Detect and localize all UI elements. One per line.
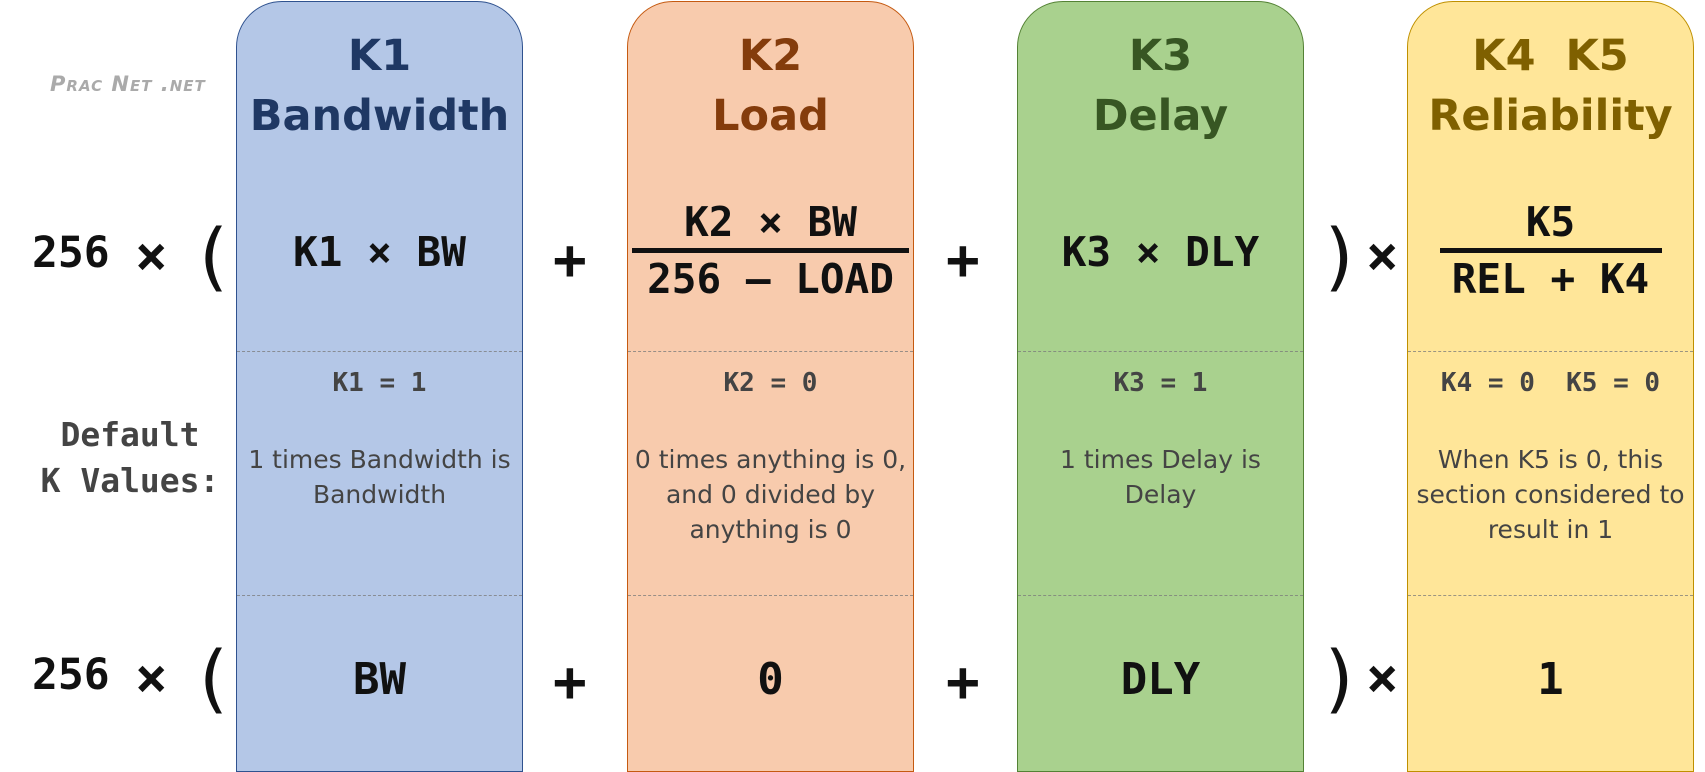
- column-k4-k5-subtitle: Reliability: [1428, 91, 1673, 141]
- column-k4-k5-description: When K5 is 0, this section considered to…: [1416, 445, 1685, 544]
- column-k2-denominator: 256 – LOAD: [647, 255, 894, 303]
- column-k3-header: K3 Delay: [1018, 26, 1303, 146]
- column-k3-divider-bottom: [1018, 595, 1303, 596]
- column-k2-divider-top: [628, 351, 913, 352]
- column-k4-k5-result: 1: [1537, 654, 1564, 705]
- column-k1-header: K1 Bandwidth: [237, 26, 522, 146]
- formula-plus-1: +: [553, 228, 587, 293]
- column-k3-subtitle: Delay: [1092, 91, 1229, 141]
- row-label-line-1: Default: [60, 415, 200, 454]
- column-k3-default: K3 = 1: [1113, 368, 1208, 398]
- default-k-values-label: Default K Values:: [30, 412, 230, 504]
- result-multiplier: 256: [32, 650, 110, 700]
- column-k1-divider-bottom: [237, 595, 522, 596]
- column-k4-k5-header: K4 K5 Reliability: [1408, 26, 1693, 146]
- column-k4-k5-numerator: K5: [1525, 198, 1576, 246]
- column-k1-formula: K1 × BW: [293, 228, 466, 276]
- column-k2-divider-bottom: [628, 595, 913, 596]
- result-times-right: ×: [1366, 646, 1399, 709]
- column-k3-formula: K3 × DLY: [1061, 228, 1260, 276]
- column-k1-description: 1 times Bandwidth is Bandwidth: [248, 445, 511, 509]
- column-k1-subtitle: Bandwidth: [249, 91, 510, 141]
- formula-times-right: ×: [1366, 224, 1399, 287]
- column-k2-load: K2 Load K2 × BW 256 – LOAD K2 = 0 0 time…: [627, 1, 914, 772]
- column-k4-k5-divider-bottom: [1408, 595, 1693, 596]
- column-k1-bandwidth: K1 Bandwidth K1 × BW K1 = 1 1 times Band…: [236, 1, 523, 772]
- column-k4-k5-denominator: REL + K4: [1451, 255, 1650, 303]
- column-k3-title: K3: [1128, 31, 1193, 81]
- row-label-line-2: K Values:: [40, 461, 220, 500]
- formula-open-paren: (: [190, 214, 235, 300]
- column-k4-k5-fraction-bar: [1439, 248, 1662, 253]
- result-times-left: ×: [135, 646, 168, 709]
- column-k1-result: BW: [353, 654, 406, 705]
- column-k2-subtitle: Load: [712, 91, 829, 141]
- formula-close-paren: ): [1318, 214, 1363, 300]
- formula-times-left: ×: [135, 224, 168, 287]
- formula-multiplier: 256: [32, 228, 110, 278]
- column-k3-divider-top: [1018, 351, 1303, 352]
- column-k1-divider-top: [237, 351, 522, 352]
- result-plus-2: +: [946, 650, 980, 715]
- column-k2-fraction-bar: [632, 248, 909, 253]
- column-k2-formula: K2 × BW 256 – LOAD: [628, 198, 913, 303]
- column-k3-description: 1 times Delay is Delay: [1060, 445, 1261, 509]
- column-k4-k5-formula: K5 REL + K4: [1408, 198, 1693, 303]
- result-plus-1: +: [553, 650, 587, 715]
- column-k2-default: K2 = 0: [723, 368, 818, 398]
- result-open-paren: (: [190, 636, 235, 722]
- column-k2-numerator: K2 × BW: [684, 198, 857, 246]
- column-k2-header: K2 Load: [628, 26, 913, 146]
- column-k1-default: K1 = 1: [332, 368, 427, 398]
- column-k3-result: DLY: [1120, 654, 1201, 705]
- formula-plus-2: +: [946, 228, 980, 293]
- column-k4-k5-reliability: K4 K5 Reliability K5 REL + K4 K4 = 0 K5 …: [1407, 1, 1694, 772]
- column-k2-description: 0 times anything is 0, and 0 divided by …: [634, 445, 907, 544]
- result-close-paren: ): [1318, 636, 1363, 722]
- column-k4-k5-divider-top: [1408, 351, 1693, 352]
- pracnet-logo: Prac Net .net: [50, 72, 206, 96]
- column-k2-result: 0: [757, 654, 784, 705]
- column-k4-k5-default: K4 = 0 K5 = 0: [1440, 368, 1661, 398]
- column-k4-k5-title: K4 K5: [1472, 31, 1629, 81]
- column-k1-title: K1: [347, 31, 412, 81]
- column-k2-title: K2: [738, 31, 803, 81]
- column-k3-delay: K3 Delay K3 × DLY K3 = 1 1 times Delay i…: [1017, 1, 1304, 772]
